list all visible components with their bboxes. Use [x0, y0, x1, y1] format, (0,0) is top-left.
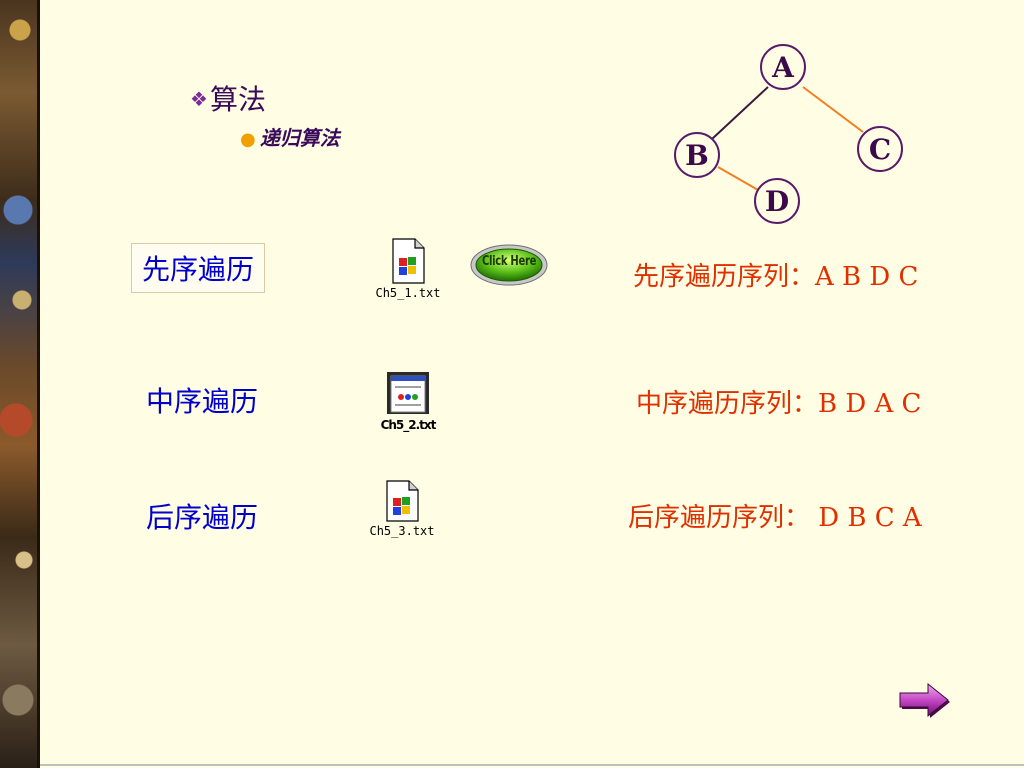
binary-tree-diagram: A B C D	[674, 44, 903, 224]
document-window-icon	[387, 372, 429, 414]
node-a	[760, 44, 806, 90]
node-d	[754, 178, 800, 224]
inorder-label[interactable]: 中序遍历	[146, 385, 259, 418]
dot-bullet-icon: ●	[240, 129, 256, 150]
heading-subtitle: 递归算法	[259, 126, 340, 150]
file-ch5-2[interactable]: Ch5_2.txt	[368, 370, 448, 432]
edge-a-c	[802, 86, 864, 133]
file-ch5-2-name: Ch5_2.txt	[380, 418, 437, 432]
inorder-sequence: 中序遍历序列：B D A C	[636, 389, 922, 419]
text-file-icon	[386, 480, 419, 522]
node-a-label: A	[771, 51, 795, 84]
postorder-label[interactable]: 后序遍历	[146, 501, 259, 534]
bottom-divider	[40, 764, 1024, 766]
next-slide-button[interactable]	[896, 680, 952, 720]
edge-b-d	[717, 166, 759, 191]
node-c	[857, 126, 903, 172]
diamond-bullet-icon: ❖	[190, 87, 208, 111]
preorder-sequence: 先序遍历序列：A B D C	[633, 262, 919, 292]
file-ch5-1-name: Ch5_1.txt	[375, 286, 441, 300]
node-c-label: C	[869, 133, 891, 166]
heading-title: 算法	[209, 83, 266, 116]
file-ch5-3[interactable]: Ch5_3.txt	[362, 480, 442, 538]
file-ch5-1[interactable]: Ch5_1.txt	[368, 238, 448, 300]
edge-a-b	[711, 86, 769, 140]
decorative-left-strip	[0, 0, 40, 768]
node-b-label: B	[685, 139, 709, 172]
click-here-button[interactable]: Click Here	[470, 244, 548, 286]
preorder-label[interactable]: 先序遍历	[131, 243, 266, 293]
node-d-label: D	[765, 185, 789, 218]
node-b	[674, 132, 720, 178]
heading-algorithm: ❖算法	[190, 78, 266, 118]
file-ch5-3-name: Ch5_3.txt	[369, 524, 435, 538]
heading-recursive: ●递归算法	[240, 122, 340, 151]
postorder-sequence: 后序遍历序列： D B C A	[628, 503, 922, 533]
text-file-icon	[392, 238, 425, 284]
arrow-right-icon	[899, 682, 950, 718]
click-here-label: Click Here	[481, 254, 537, 269]
green-pill-icon	[470, 244, 548, 286]
